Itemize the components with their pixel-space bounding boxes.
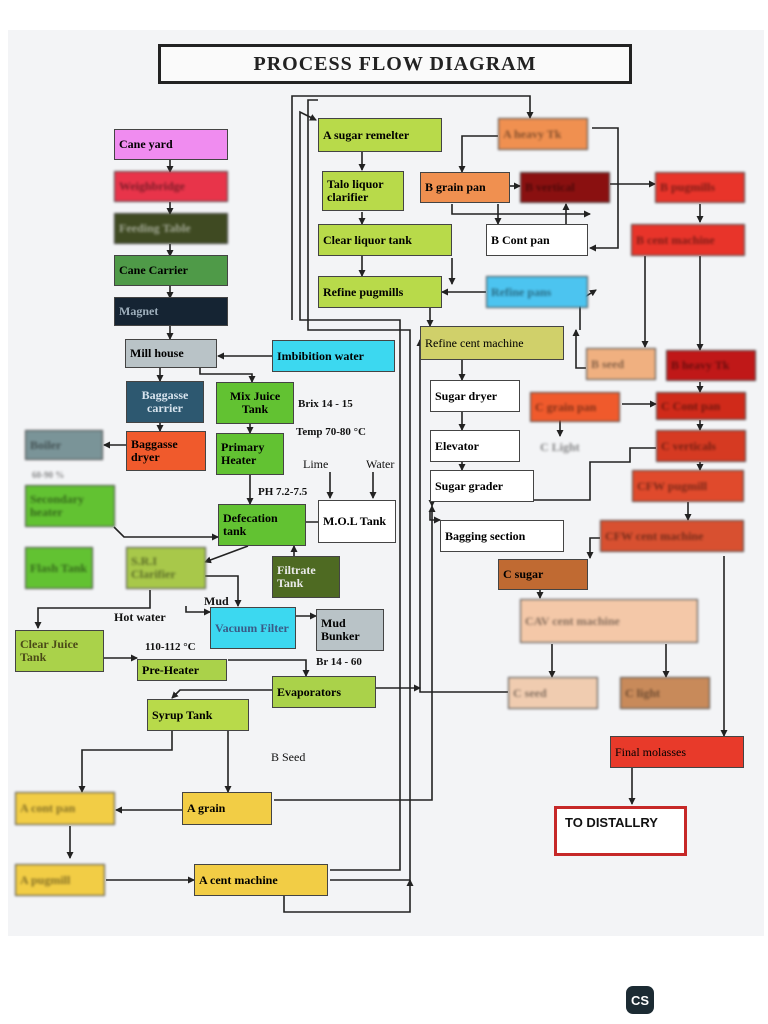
label-temp-2: 110-112 °C [145,641,196,653]
node-cav-cent-machine: CAV cent machine [520,599,698,643]
return-acent-remelter [307,99,411,881]
node-a-cent-machine: A cent machine [194,864,328,896]
node-c-cont-pan: C Cont pan [656,392,746,420]
node-refine-cent-machine: Refine cent machine [420,326,564,360]
node-magnet: Magnet [114,297,228,326]
label-brix-2: Br 14 - 60 [316,656,362,668]
arrow-sri-vacuum [205,575,242,607]
node-evaporators: Evaporators [272,676,376,708]
node-primary-heater: Primary Heater [216,433,284,475]
arrow-defec-sri [204,545,249,564]
node-a-grain: A grain [182,792,272,825]
label-hot-water: Hot water [114,610,166,624]
node-pre-heater: Pre-Heater [137,659,227,681]
arrow-evap-syrup [171,689,272,699]
node-c-verticals: C verticals [656,430,746,462]
node-mill-house: Mill house [125,339,217,368]
arrow-bgrain-loop [451,204,591,218]
arrow-syrup-acont [78,730,173,793]
diagram-title: PROCESS FLOW DIAGRAM [158,44,632,84]
label-lime: Lime [303,457,329,471]
arrow-aheavy-right [589,127,619,252]
node-a-sugar-remelter: A sugar remelter [318,118,442,152]
label-water: Water [366,457,395,471]
node-c-seed: C seed [508,677,598,709]
node-a-heavy-tk: A heavy Tk [498,118,588,150]
node-flash-tank: Flash Tank [25,547,93,589]
arrow-bseed-left [572,329,586,369]
node-imbibition-water: Imbibition water [272,340,395,372]
arrow-hotwater [185,606,211,616]
node-weighbridge: Weighbridge [114,171,228,202]
node-b-vertical: B vertical [520,172,610,203]
node-a-cont-pan: A cont pan [15,792,115,825]
node-refine-pans: Refine pans [486,276,588,308]
label-mud: Mud [204,594,229,608]
arrow-grader-bagging [429,512,441,524]
node-filtrate-tank: Filtrate Tank [272,556,340,598]
label-ph: PH 7.2-7.5 [258,486,308,498]
node-to-distillery: TO DISTALLRY [554,806,687,856]
node-cfw-pugmill: CFW pugmill [632,470,744,502]
node-sugar-dryer: Sugar dryer [430,380,520,412]
node-bagging-section: Bagging section [440,520,564,552]
node-mix-juice-tank: Mix Juice Tank [216,382,294,424]
return-acent-remelter-2 [299,110,401,871]
node-b-heavy-tk: B heavy Tk [666,350,756,381]
node-a-pugmill: A pugmill [15,864,105,896]
arrow-sri-clearjuice [34,590,151,629]
top-loop [291,95,534,320]
arrow-mill-mixjuice [199,368,256,383]
arrow-aheavy-bgrain [458,135,498,173]
node-mud-bunker: Mud Bunker [316,609,384,651]
node-baggasse-carrier: Baggasse carrier [126,381,204,423]
arrow-cseed-return [416,339,508,693]
node-mol-tank: M.O.L Tank [318,500,396,543]
node-secondary-heater: Secondary heater [25,485,115,527]
node-vacuum-filter: Vacuum Filter [210,607,296,649]
node-final-molasses: Final molasses [610,736,744,768]
node-sri-clarifier: S.R.I Clarifier [126,547,206,589]
node-clear-juice-tank: Clear Juice Tank [15,630,104,672]
node-boiler: Boiler [25,430,103,460]
label-b-seed: B Seed [271,750,306,764]
label-temp-1: Temp 70-80 °C [296,426,366,438]
node-b-cont-pan: B Cont pan [486,224,588,256]
node-b-cent-machine: B cent machine [631,224,745,256]
node-b-pugmills: B pugmills [655,172,745,203]
label-brix-1: Brix 14 - 15 [298,398,353,410]
label-c-light: C Light [540,440,580,454]
node-talo-liquor-clarifier: Talo liquor clarifier [322,171,404,211]
node-feeding-table: Feeding Table [114,213,228,244]
node-cfw-cent-machine: CFW cent machine [600,520,744,552]
return-acent-bottom [283,879,414,913]
node-syrup-tank: Syrup Tank [147,699,249,731]
arrow-agrain-right [274,505,436,801]
arrow-secondary-defecation [113,526,219,541]
node-c-grain-pan: C grain pan [530,392,620,422]
node-c-sugar: C sugar [498,559,588,590]
node-b-grain-pan: B grain pan [420,172,510,203]
node-c-light: C light [620,677,710,709]
node-sugar-grader: Sugar grader [430,470,534,502]
node-refine-pugmills: Refine pugmills [318,276,442,308]
node-b-seed: B seed [586,348,656,380]
node-baggasse-dryer: Baggasse dryer [126,431,206,471]
node-cane-carrier: Cane Carrier [114,255,228,286]
arrow-preheater-evap [228,659,310,677]
node-cane-yard: Cane yard [114,129,228,160]
node-clear-liquor-tank: Clear liquor tank [318,224,452,256]
arrow-cfwcent-csugar [586,537,600,559]
node-defecation-tank: Defecation tank [218,504,306,546]
node-elevator: Elevator [430,430,520,462]
label-boiler-note: 60-90 % [32,470,65,480]
camscanner-logo: CS [626,986,654,1014]
